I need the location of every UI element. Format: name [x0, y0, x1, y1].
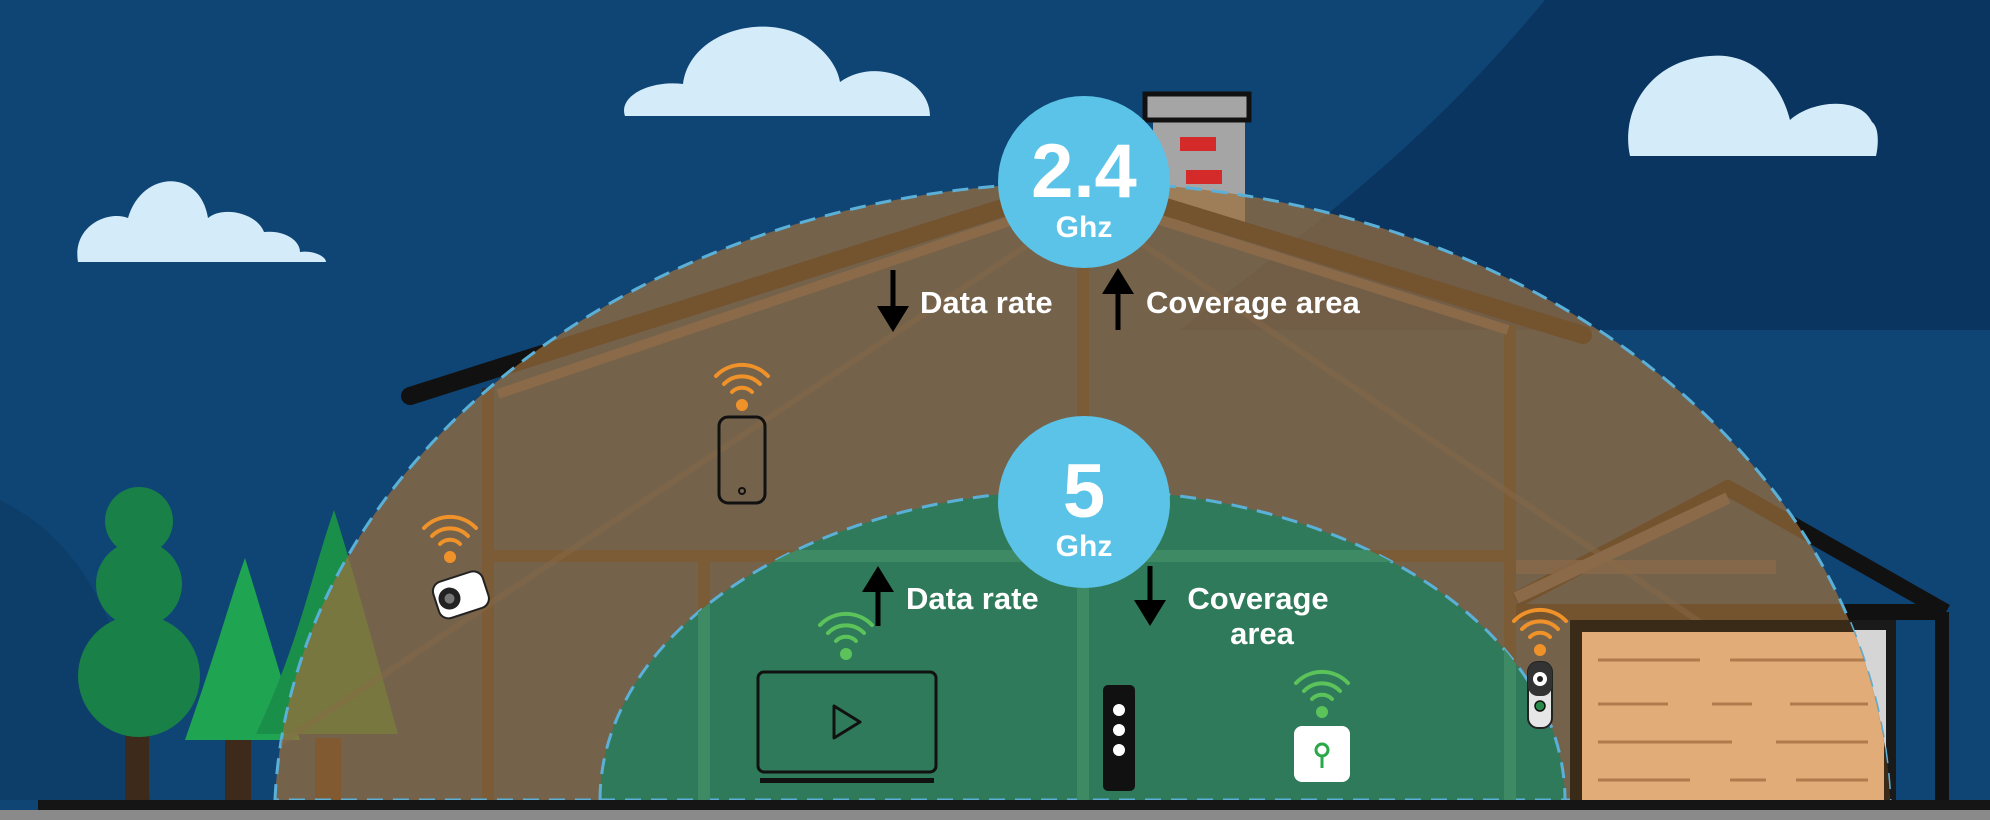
band-24-coverage-label: Coverage area	[1146, 285, 1360, 320]
cloud-icon	[77, 181, 327, 262]
band-5-unit: Ghz	[1056, 530, 1113, 563]
video-doorbell-icon	[1527, 661, 1553, 729]
tree-icon	[78, 487, 200, 802]
cloud-icon	[624, 26, 930, 117]
band-5-data-rate-label: Data rate	[906, 581, 1039, 616]
ground-line	[38, 800, 1990, 810]
arrow-down-icon	[1134, 566, 1166, 626]
smartphone-icon	[717, 415, 767, 505]
band-5-coverage-label-line1: Coverage	[1187, 581, 1328, 616]
wifi-signal-icon	[1512, 607, 1568, 656]
band-24-data-rate-label: Data rate	[920, 285, 1053, 320]
arrow-up-icon	[862, 566, 894, 626]
ground-base	[0, 810, 1990, 820]
cloud-icon	[1628, 55, 1878, 157]
band-24-unit: Ghz	[1056, 211, 1113, 244]
band-5-frequency: 5	[1063, 449, 1105, 534]
wifi-signal-icon	[422, 514, 478, 563]
wifi-signal-icon	[1294, 669, 1350, 718]
band-5-badge: 5 Ghz	[998, 416, 1170, 588]
smart-plug-icon	[1294, 726, 1350, 782]
house-interior	[278, 190, 1890, 800]
band-24-frequency: 2.4	[1031, 129, 1137, 214]
band-24-badge: 2.4 Ghz	[998, 96, 1170, 268]
streaming-stick-icon	[1103, 685, 1135, 791]
band-5-coverage-label-line2: area	[1230, 616, 1295, 651]
arrow-up-icon	[1102, 268, 1134, 330]
television-icon	[756, 670, 938, 783]
wifi-signal-icon	[818, 611, 874, 660]
arrow-down-icon	[877, 270, 909, 332]
tree-icon	[185, 558, 300, 802]
wifi-signal-icon	[714, 362, 770, 411]
security-camera-icon	[431, 570, 490, 620]
